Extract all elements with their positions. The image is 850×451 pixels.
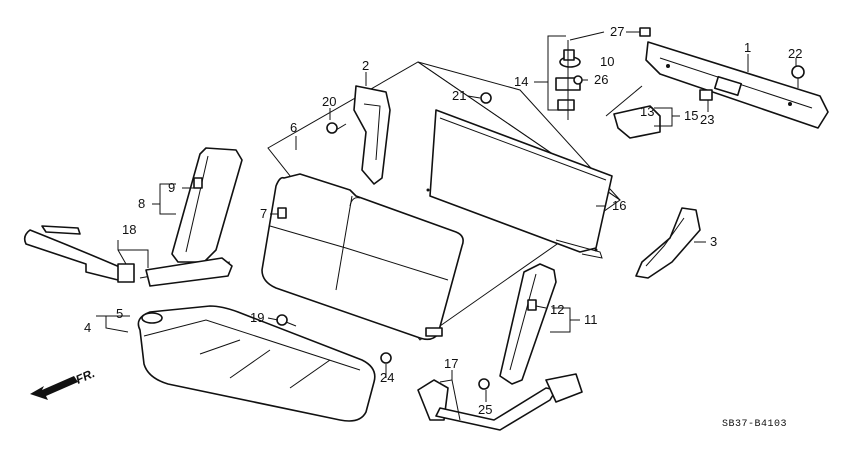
part-22-clip (791, 65, 805, 88)
part-3-side-bracket (635, 207, 701, 279)
callout-3: 3 (710, 234, 717, 249)
callout-10: 10 (600, 54, 614, 69)
callout-22: 22 (788, 46, 802, 61)
front-direction-arrow: FR. (30, 366, 97, 400)
callout-21: 21 (452, 88, 466, 103)
callout-9: 9 (168, 180, 175, 195)
direction-label: FR. (74, 366, 97, 387)
callout-12: 12 (550, 302, 564, 317)
part-23-clip (699, 89, 713, 101)
catalog-code: SB37-B4103 (722, 419, 787, 430)
part-21-grommet (480, 92, 492, 104)
part-19-bolt (276, 314, 297, 327)
part-16-trim-panel (426, 109, 613, 259)
part-17-seat-belt-right (417, 373, 583, 431)
callout-24: 24 (380, 370, 394, 385)
callout-27: 27 (610, 24, 624, 39)
part-24-bolt (380, 352, 392, 378)
part-7-clip (277, 207, 287, 219)
part-6-seat-back (261, 173, 464, 341)
part-13-buckle (605, 85, 661, 139)
part-11-side-bolster (499, 263, 557, 385)
callout-8: 8 (138, 196, 145, 211)
callout-25: 25 (478, 402, 492, 417)
callout-1: 1 (744, 40, 751, 55)
callout-13: 13 (640, 104, 654, 119)
callout-20: 20 (322, 94, 336, 109)
part-8-side-bolster (171, 147, 243, 263)
trim-panel-group-outline (417, 61, 621, 201)
callout-16: 16 (612, 198, 626, 213)
part-9-clip (193, 177, 203, 189)
callout-4: 4 (84, 320, 91, 335)
callout-11: 11 (584, 312, 598, 327)
callout-19: 19 (250, 310, 264, 325)
part-1-rear-rail (645, 41, 829, 129)
callout-7: 7 (260, 206, 267, 221)
part-25-bolt (478, 378, 490, 390)
callout-2: 2 (362, 58, 369, 73)
part-5-hook (141, 312, 163, 324)
part-27-bolt (639, 27, 651, 37)
part-2-bracket (353, 85, 391, 185)
part-26-bolt (573, 75, 583, 85)
fasteners (276, 27, 805, 390)
part-18-seat-belt-left (23, 225, 233, 287)
part-20-clip (326, 122, 347, 134)
callout-15: 15 (684, 108, 698, 123)
callout-5: 5 (116, 306, 123, 321)
callout-17: 17 (444, 356, 458, 371)
callout-6: 6 (290, 120, 297, 135)
callout-14: 14 (514, 74, 528, 89)
callout-18: 18 (122, 222, 136, 237)
part-4-seat-cushion (137, 305, 376, 422)
leader-lines (96, 31, 797, 421)
callouts: 1 2 3 4 5 6 7 8 9 10 11 12 13 14 15 16 1… (84, 24, 802, 417)
callout-23: 23 (700, 112, 714, 127)
part-10-nut (559, 49, 581, 68)
callout-26: 26 (594, 72, 608, 87)
part-12-clip (527, 299, 537, 311)
